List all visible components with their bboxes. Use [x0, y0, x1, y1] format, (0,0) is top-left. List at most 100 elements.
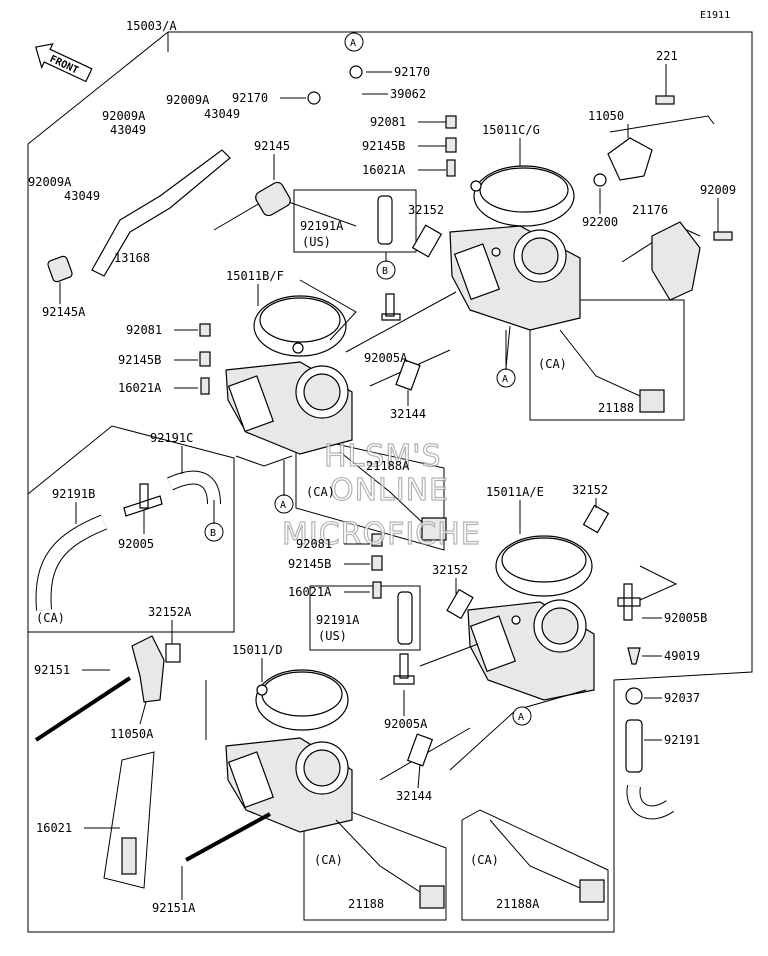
label-16021A-top: 16021A — [362, 163, 406, 177]
us-box-bottom — [309, 585, 421, 651]
connector-21188-bottom — [419, 885, 445, 909]
label-92191B: 92191B — [52, 487, 95, 501]
rod-92151A — [185, 812, 271, 862]
joint-92005B — [617, 583, 641, 621]
label-92009A-a: 92009A — [102, 109, 146, 123]
label-92005B: 92005B — [664, 611, 707, 625]
label-92009A-b: 92009A — [166, 93, 210, 107]
label-15011D: 15011/D — [232, 643, 283, 657]
label-92145A: 92145A — [42, 305, 86, 319]
rod-92151 — [34, 676, 132, 742]
label-43049-c: 43049 — [64, 189, 100, 203]
label-15011CG: 15011C/G — [482, 123, 540, 137]
carburetor-15011CG — [449, 165, 581, 331]
label-92005: 92005 — [118, 537, 154, 551]
guide-A-bottom-right — [449, 689, 587, 771]
screw-set-16021-box — [103, 751, 155, 889]
label-92191C: 92191C — [150, 431, 193, 445]
label-92191A-bottom: 92191A — [316, 613, 360, 627]
main-frame — [27, 31, 753, 933]
connector-21188-top — [639, 389, 665, 413]
label-92200: 92200 — [582, 215, 618, 229]
svg-text:A: A — [280, 500, 286, 511]
label-13168: 13168 — [114, 251, 150, 265]
front-arrow-icon: FRONT — [35, 43, 93, 83]
guide-15011BF — [299, 279, 357, 341]
label-32144-bottom: 32144 — [396, 789, 432, 803]
clip-92037 — [625, 687, 643, 705]
label-92170-b: 92170 — [232, 91, 268, 105]
svg-text:A: A — [350, 38, 356, 49]
screw-16021A-bottom — [372, 581, 382, 599]
guide-92005B — [639, 565, 678, 601]
label-92145B-top: 92145B — [362, 139, 405, 153]
label-32152-right: 32152 — [572, 483, 608, 497]
label-92081-top: 92081 — [370, 115, 406, 129]
svg-text:B: B — [382, 266, 388, 277]
ref-circle-B-ca: B — [204, 522, 224, 542]
spring-92081-bottom — [371, 533, 383, 547]
label-92191: 92191 — [664, 733, 700, 747]
collar-32152-top — [411, 224, 443, 258]
guide-92005A-bottom — [419, 643, 479, 667]
svg-text:A: A — [518, 712, 524, 723]
label-39062: 39062 — [390, 87, 426, 101]
oring-92200 — [593, 173, 607, 187]
label-92145B-mid: 92145B — [118, 353, 161, 367]
spring-92145A — [47, 255, 73, 283]
hose-92191 — [625, 719, 643, 773]
ref-circle-A-top-right: A — [496, 368, 516, 388]
note-ca-bottom-right: (CA) — [470, 853, 499, 867]
label-15011BF: 15011B/F — [226, 269, 284, 283]
label-21188-top: 21188 — [598, 401, 634, 415]
svg-text:B: B — [210, 528, 216, 539]
ref-circle-B-top: B — [376, 260, 396, 280]
label-92005A-bottom: 92005A — [384, 717, 428, 731]
ca-box-21188A-bottom — [461, 809, 609, 921]
svg-text:MICROFICHE: MICROFICHE — [282, 517, 481, 552]
label-92009: 92009 — [700, 183, 736, 197]
label-15011AE: 15011A/E — [486, 485, 544, 499]
connector-21188A-mid — [421, 517, 447, 541]
label-21188A-mid: 21188A — [366, 459, 410, 473]
spring-92081-mid — [199, 323, 211, 337]
connector-21188A-bottom — [579, 879, 605, 903]
label-43049-a: 43049 — [110, 123, 146, 137]
collar-32152-mid — [446, 588, 474, 620]
note-ca-bottom-left: (CA) — [314, 853, 343, 867]
label-92081-mid: 92081 — [126, 323, 162, 337]
label-16021A-bottom: 16021A — [288, 585, 332, 599]
guide-A-mid — [235, 455, 293, 467]
pipe-32144-top — [395, 359, 421, 391]
harness-21188A-bottom — [489, 819, 581, 889]
label-49019: 49019 — [664, 649, 700, 663]
joint-49019 — [627, 647, 641, 665]
label-92191A-top: 92191A — [300, 219, 344, 233]
part-labels: 15003/A 92170 92170 39062 221 11050 9208… — [28, 19, 736, 915]
label-21188-bottom: 21188 — [348, 897, 384, 911]
spring-92081-top — [445, 115, 457, 129]
label-43049-b: 43049 — [204, 107, 240, 121]
bracket-11050A — [131, 635, 165, 703]
tube-92191A-top — [377, 195, 393, 245]
label-92170-a: 92170 — [394, 65, 430, 79]
ca-box-21188-top — [529, 299, 685, 421]
label-221: 221 — [656, 49, 678, 63]
label-32152-top: 32152 — [408, 203, 444, 217]
label-16021: 16021 — [36, 821, 72, 835]
pipe-32144-bottom — [406, 733, 434, 767]
screw-16021A-top — [446, 159, 456, 177]
joint-92005A-top — [381, 293, 401, 321]
note-us-top: (US) — [302, 235, 331, 249]
joint-92005A-bottom — [393, 653, 415, 685]
label-92005A-top: 92005A — [364, 351, 408, 365]
label-15003A: 15003/A — [126, 19, 177, 33]
spring-92145B-top — [445, 137, 457, 153]
svg-text:ONLINE: ONLINE — [330, 473, 449, 508]
watermark: HLSM'S ONLINE MICROFICHE — [281, 438, 481, 552]
harness-21188-bottom — [335, 819, 421, 893]
label-32152A: 32152A — [148, 605, 192, 619]
ca-hose-box — [27, 425, 235, 633]
note-ca-hose: (CA) — [36, 611, 65, 625]
label-16021A-mid: 16021A — [118, 381, 162, 395]
